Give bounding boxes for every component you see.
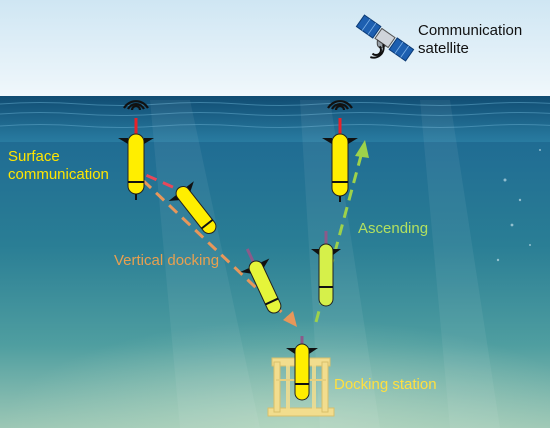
underwater-glider-icon: [311, 231, 341, 307]
satellite-label: Communication satellite: [418, 22, 522, 58]
underwater-glider-icon: [168, 181, 217, 235]
surface-label-line-1: Surface: [8, 148, 60, 165]
satellite-signal-icon: [370, 44, 385, 59]
satellite-label-line-2: satellite: [418, 40, 469, 57]
surface-communication-label: Surface communication: [8, 148, 109, 184]
sky: [0, 0, 550, 100]
bubbles: [496, 149, 541, 262]
underwater-glider-icon: [240, 248, 282, 314]
surface-waves: [0, 102, 550, 128]
light-rays: [150, 100, 500, 428]
docking-path-arrowhead: [283, 311, 297, 327]
underwater-glider-icon: [286, 336, 318, 401]
vertical-docking-label: Vertical docking: [114, 252, 220, 269]
ascending-path: [314, 151, 364, 323]
underwater-glider-icon: [322, 118, 358, 202]
docking-station-label: Docking station: [334, 376, 437, 393]
ascending-label: Ascending: [358, 220, 429, 237]
surface-label-line-2: communication: [8, 166, 109, 183]
underwater-glider-icon: [118, 118, 154, 200]
ocean-surface-band: [0, 96, 550, 142]
satellite-label-line-1: Communication: [418, 22, 523, 39]
ascending-path-arrowhead: [355, 140, 369, 158]
